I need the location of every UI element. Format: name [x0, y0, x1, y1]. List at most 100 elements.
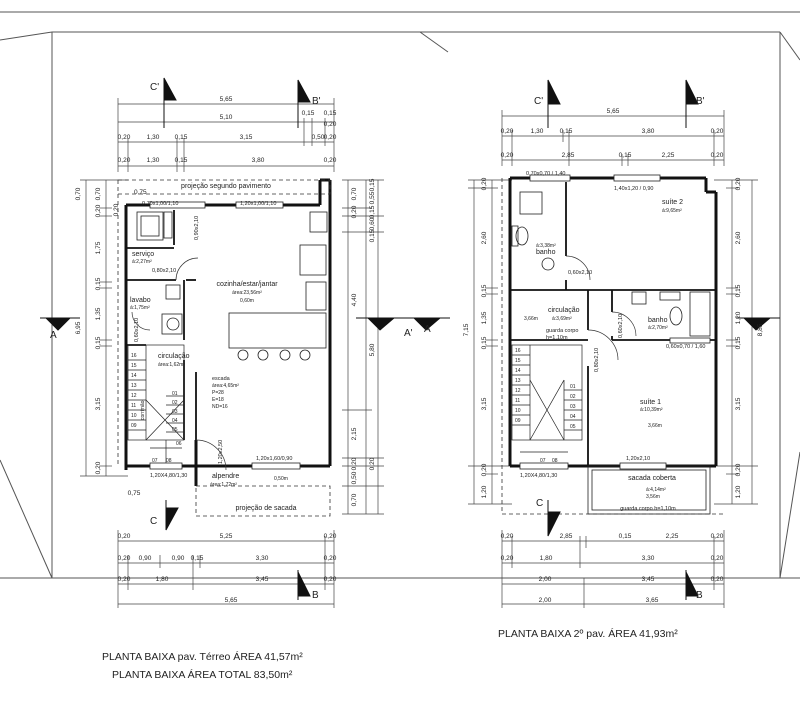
f1-alpendre: alpendre [212, 473, 239, 480]
f2-step: 03 [570, 404, 576, 410]
f2-level-3: 3,56m [646, 494, 660, 500]
f1-escada-e: E=18 [212, 397, 224, 403]
f1-dim-bot-d: 0,90 [139, 555, 152, 562]
f1-window-1: 0,70x1,00/1,10 [142, 201, 178, 207]
f2-dim-top-f: 0,20 [501, 152, 514, 159]
f1-step: 16 [131, 353, 137, 359]
f1-dim-right-m: 0,70 [351, 493, 358, 506]
f1-dim-top-a: 0,20 [118, 134, 131, 141]
f2-dim-top-h: 0,15 [619, 152, 632, 159]
f1-dim-left-a: 0,70 [75, 187, 82, 200]
f2-dim-bot-g: 1,80 [540, 555, 553, 562]
f2-dim-right-i: 1,20 [735, 485, 742, 498]
f2-dim-right-h: 0,20 [735, 463, 742, 476]
f1-dim-right-a: 0,70 [351, 187, 358, 200]
f1-dim-right-k: 0,20 [351, 457, 358, 470]
f2-suite1: suíte 1 [640, 399, 661, 406]
f2-cut-b-bot: B [696, 590, 703, 601]
f2-step: 12 [515, 388, 521, 394]
f2-step: 01 [570, 384, 576, 390]
f1-dim-top-h: 0,20 [118, 157, 131, 164]
f1-escada: escada [212, 376, 231, 382]
f1-dim-top-l: 0,20 [324, 157, 337, 164]
f1-cozinha-area: área:23,56m² [232, 290, 262, 296]
f1-dim-bot-f: 0,15 [191, 555, 204, 562]
f1-dim-left-h: 0,15 [95, 336, 102, 349]
f1-dim-top-inner: 5,10 [220, 114, 233, 121]
f1-dim-left-e: 1,75 [95, 241, 102, 254]
f1-dim-bot-i: 0,20 [118, 576, 131, 583]
f1-cut-b-top: B' [312, 96, 321, 107]
f1-step: 11 [131, 403, 136, 409]
f1-dim-left-l: 0,75 [128, 490, 141, 497]
f2-suite1-area: á:10,39m² [640, 407, 663, 413]
floor2-stairs [511, 344, 583, 453]
f1-servico-area: á:2,27m² [132, 259, 152, 265]
f1-dim-bot-l: 0,20 [324, 576, 337, 583]
f1-dim-bot-h: 0,20 [324, 555, 337, 562]
floor1-plan: 5,65 5,10 0,20 1,30 0,15 3,15 0,15 0,50 … [40, 77, 413, 608]
f1-dim-right-d: 0,55 [369, 191, 376, 204]
f1-dim-bot-a: 5,25 [220, 533, 233, 540]
f1-circulacao: circulação [158, 353, 190, 360]
f2-guarda1: guarda corpo [546, 328, 578, 334]
f2-banho2: banho [648, 317, 668, 324]
f2-dim-left-i: 1,20 [481, 485, 488, 498]
f1-dim-left-i: 6,95 [75, 321, 82, 334]
f2-step: 09 [515, 418, 521, 424]
f2-dim-bot-c: 0,15 [619, 533, 632, 540]
f1-door-3: 0,60x2,10 [134, 318, 140, 342]
f1-escada-p: P=28 [212, 390, 224, 396]
f2-dim-bot-d: 2,25 [666, 533, 679, 540]
f1-cut-b-bot: B [312, 590, 319, 601]
f2-dim-bot-l: 0,20 [711, 576, 724, 583]
f2-dim-top-d: 3,80 [642, 128, 655, 135]
f1-dim-bot-n: 0,20 [324, 533, 337, 540]
f1-step: 10 [131, 413, 137, 419]
f2-window-3: 0,60x0,70 / 1,60 [666, 344, 705, 350]
f2-dim-top-g: 2,85 [562, 152, 575, 159]
f2-level-2: 3,66m [648, 423, 662, 429]
f1-window-2: 1,20x1,00/1,10 [240, 201, 276, 207]
f2-dim-right-e: 0,15 [735, 336, 742, 349]
f1-dim-left-g: 1,35 [95, 307, 102, 320]
f1-dim-top-j: 0,15 [175, 157, 188, 164]
f1-step: 01 [172, 391, 178, 397]
f2-step: 05 [570, 424, 576, 430]
f2-window-4: 1,20x2,10 [626, 456, 650, 462]
f2-step: 11 [515, 398, 520, 404]
f1-cut-a-left: A [50, 330, 57, 341]
f1-step: 15 [131, 363, 137, 369]
f1-dim-bot-b: 0,20 [118, 533, 131, 540]
f2-dim-left-f: 0,15 [481, 336, 488, 349]
f2-dim-top-a: 0,20 [501, 128, 514, 135]
f1-dim-075: 0,75 [134, 189, 147, 196]
f1-step: 13 [131, 383, 137, 389]
f2-circulacao: circulação [548, 307, 580, 314]
f2-dim-right-f: 8,85 [757, 323, 764, 336]
f2-suite2-area: á:9,65m² [662, 208, 682, 214]
f1-dim-bot-k: 3,45 [256, 576, 269, 583]
f1-dim-bot-g: 3,30 [256, 555, 269, 562]
f1-circulacao-area: área:1,62m² [158, 362, 185, 368]
f2-step: 07 [540, 458, 546, 464]
f2-window-5: 1,20X4,80/1,30 [520, 473, 557, 479]
f2-dim-bot-n: 3,65 [646, 597, 659, 604]
f2-dim-left-a: 0,20 [481, 177, 488, 190]
f2-sacada-area: á:4,14m² [646, 487, 666, 493]
f2-dim-top-e: 0,20 [711, 128, 724, 135]
f1-dim-bot-c: 0,20 [118, 555, 131, 562]
f1-dim-left-b: 0,20 [95, 204, 102, 217]
f1-dim-top-f: 0,50 [312, 134, 325, 141]
f2-dim-right-b: 2,60 [735, 231, 742, 244]
f2-dim-left-h: 0,20 [481, 463, 488, 476]
f2-banho1: banho [536, 249, 556, 256]
f2-step: 13 [515, 378, 521, 384]
f2-window-1: 0,70x0,70 / 1,40 [526, 171, 565, 177]
f1-dim-top-g: 0,20 [324, 134, 337, 141]
f1-dim-left-c: 0,70 [95, 187, 102, 200]
f1-proj-segundo: projeção segundo pavimento [181, 183, 271, 190]
f2-cut-b-top: B' [696, 96, 705, 107]
floor2-plan: 5,65 0,20 1,30 0,15 3,80 0,20 0,20 2,85 … [400, 79, 780, 608]
f1-level-2: 0,50m [274, 476, 288, 482]
